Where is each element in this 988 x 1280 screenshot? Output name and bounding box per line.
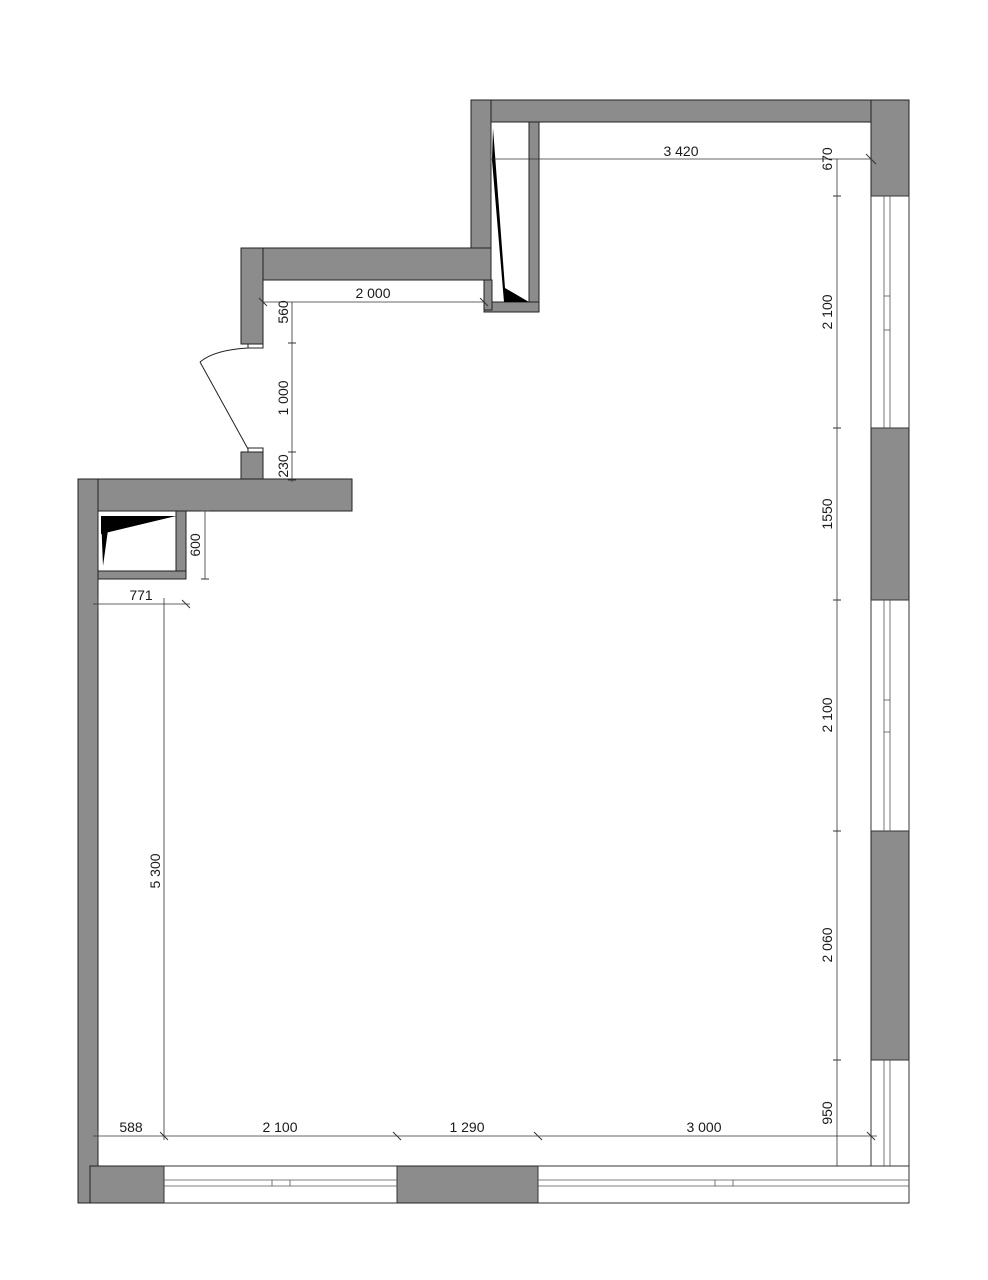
dim-bottom-1: 588 bbox=[119, 1119, 143, 1135]
wall-door-stub bbox=[240, 451, 264, 481]
wall-niche-bottom bbox=[97, 570, 187, 580]
dimension-labels: 3 420 670 2 000 560 1 000 230 600 771 5 … bbox=[119, 143, 835, 1135]
dim-right-pier-1: 1550 bbox=[819, 498, 835, 529]
wall-shaft-right bbox=[528, 121, 540, 313]
dimension-lines bbox=[93, 153, 877, 1166]
dim-bay-width: 2 000 bbox=[355, 285, 390, 301]
dim-bottom-4: 3 000 bbox=[686, 1119, 721, 1135]
window-right-3 bbox=[870, 1059, 910, 1167]
niche-fill bbox=[101, 516, 176, 566]
dim-corridor-offset: 560 bbox=[275, 300, 291, 324]
windows bbox=[163, 195, 910, 1204]
dim-right-pier-2: 2 060 bbox=[819, 927, 835, 962]
dim-door-width: 1 000 bbox=[275, 380, 291, 415]
dim-top-width: 3 420 bbox=[663, 143, 698, 159]
wall-right-pier-2 bbox=[870, 830, 910, 1061]
dim-top-right-offset: 670 bbox=[819, 147, 835, 171]
dim-niche-depth: 600 bbox=[187, 533, 203, 557]
dim-left-height: 5 300 bbox=[147, 853, 163, 888]
window-right-2 bbox=[870, 599, 910, 832]
dim-right-window-2: 2 100 bbox=[819, 697, 835, 732]
dim-niche-width: 771 bbox=[129, 587, 153, 603]
dim-door-offset: 230 bbox=[275, 454, 291, 478]
entrance-door bbox=[199, 343, 264, 453]
window-bottom-2 bbox=[537, 1165, 910, 1204]
wall-left bbox=[77, 478, 99, 1204]
shaft-fill bbox=[492, 128, 529, 302]
window-bottom-1 bbox=[163, 1165, 398, 1204]
wall-right-pier-1 bbox=[870, 427, 910, 601]
window-right-1 bbox=[870, 195, 910, 429]
dim-bottom-2: 2 100 bbox=[262, 1119, 297, 1135]
dim-right-window-1: 2 100 bbox=[819, 294, 835, 329]
walls bbox=[77, 99, 910, 1204]
wall-niche-right bbox=[175, 510, 187, 580]
wall-corridor-left bbox=[240, 247, 264, 345]
wall-top bbox=[470, 99, 910, 123]
wall-top-right-corner bbox=[870, 99, 910, 197]
dim-bottom-3: 1 290 bbox=[449, 1119, 484, 1135]
wall-corridor-top bbox=[240, 247, 492, 281]
dim-right-bottom: 950 bbox=[819, 1101, 835, 1125]
wall-bottom-left bbox=[89, 1165, 165, 1204]
wall-niche-top bbox=[77, 478, 353, 512]
wall-bottom-middle bbox=[396, 1165, 539, 1204]
